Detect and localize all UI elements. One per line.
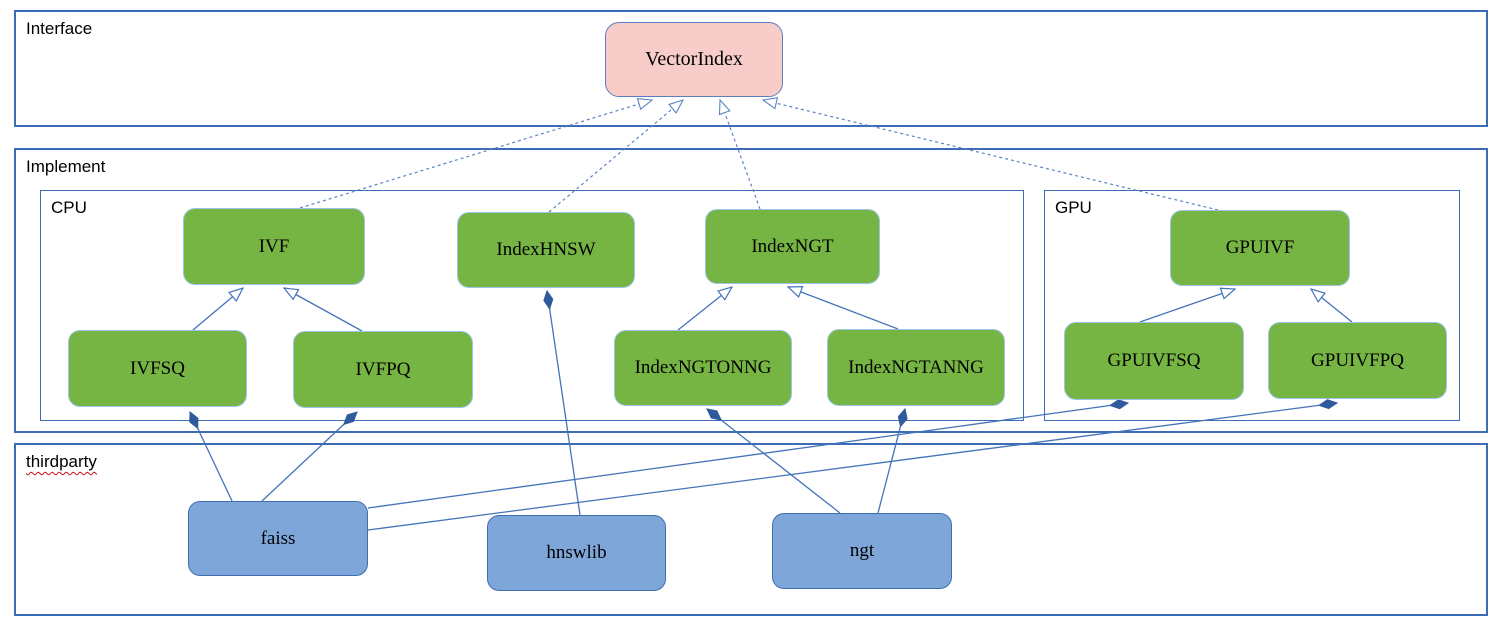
node-vectorindex[interactable]: VectorIndex [605, 22, 783, 97]
node-ngt-label: ngt [849, 540, 875, 561]
node-indexngtanng-label: IndexNGTANNG [848, 356, 984, 378]
node-gpuivfpq-label: GPUIVFPQ [1311, 349, 1404, 371]
node-gpuivf[interactable]: GPUIVF [1170, 210, 1350, 286]
node-indexngtonng-label: IndexNGTONNG [634, 357, 772, 378]
node-ivf-label: IVF [258, 235, 290, 257]
node-faiss[interactable]: faiss [188, 501, 368, 576]
node-gpuivfpq[interactable]: GPUIVFPQ [1268, 322, 1447, 399]
node-vectorindex-label: VectorIndex [645, 48, 743, 70]
container-thirdparty-label: thirdparty [26, 452, 97, 471]
node-ngt[interactable]: ngt [772, 513, 952, 589]
container-cpu-label: CPU [51, 198, 87, 217]
node-gpuivf-label: GPUIVF [1225, 237, 1295, 258]
node-indexngt-label: IndexNGT [751, 235, 834, 257]
container-interface-label: Interface [26, 19, 93, 38]
container-gpu-label: GPU [1055, 198, 1092, 217]
node-indexngt[interactable]: IndexNGT [705, 209, 880, 284]
node-indexhnsw-label: IndexHNSW [496, 239, 596, 260]
node-ivf[interactable]: IVF [183, 208, 365, 285]
node-indexngtonng[interactable]: IndexNGTONNG [614, 330, 792, 406]
node-gpuivfsq[interactable]: GPUIVFSQ [1064, 322, 1244, 400]
node-hnswlib[interactable]: hnswlib [487, 515, 666, 591]
node-indexhnsw[interactable]: IndexHNSW [457, 212, 635, 288]
node-ivfsq[interactable]: IVFSQ [68, 330, 247, 407]
node-ivfpq-label: IVFPQ [355, 358, 411, 380]
node-faiss-label: faiss [260, 527, 296, 549]
node-indexngtanng[interactable]: IndexNGTANNG [827, 329, 1005, 406]
node-gpuivfsq-label: GPUIVFSQ [1107, 350, 1201, 371]
node-hnswlib-label: hnswlib [546, 542, 607, 563]
node-ivfpq[interactable]: IVFPQ [293, 331, 473, 408]
node-ivfsq-label: IVFSQ [130, 357, 185, 379]
container-implement-label: Implement [26, 157, 106, 176]
